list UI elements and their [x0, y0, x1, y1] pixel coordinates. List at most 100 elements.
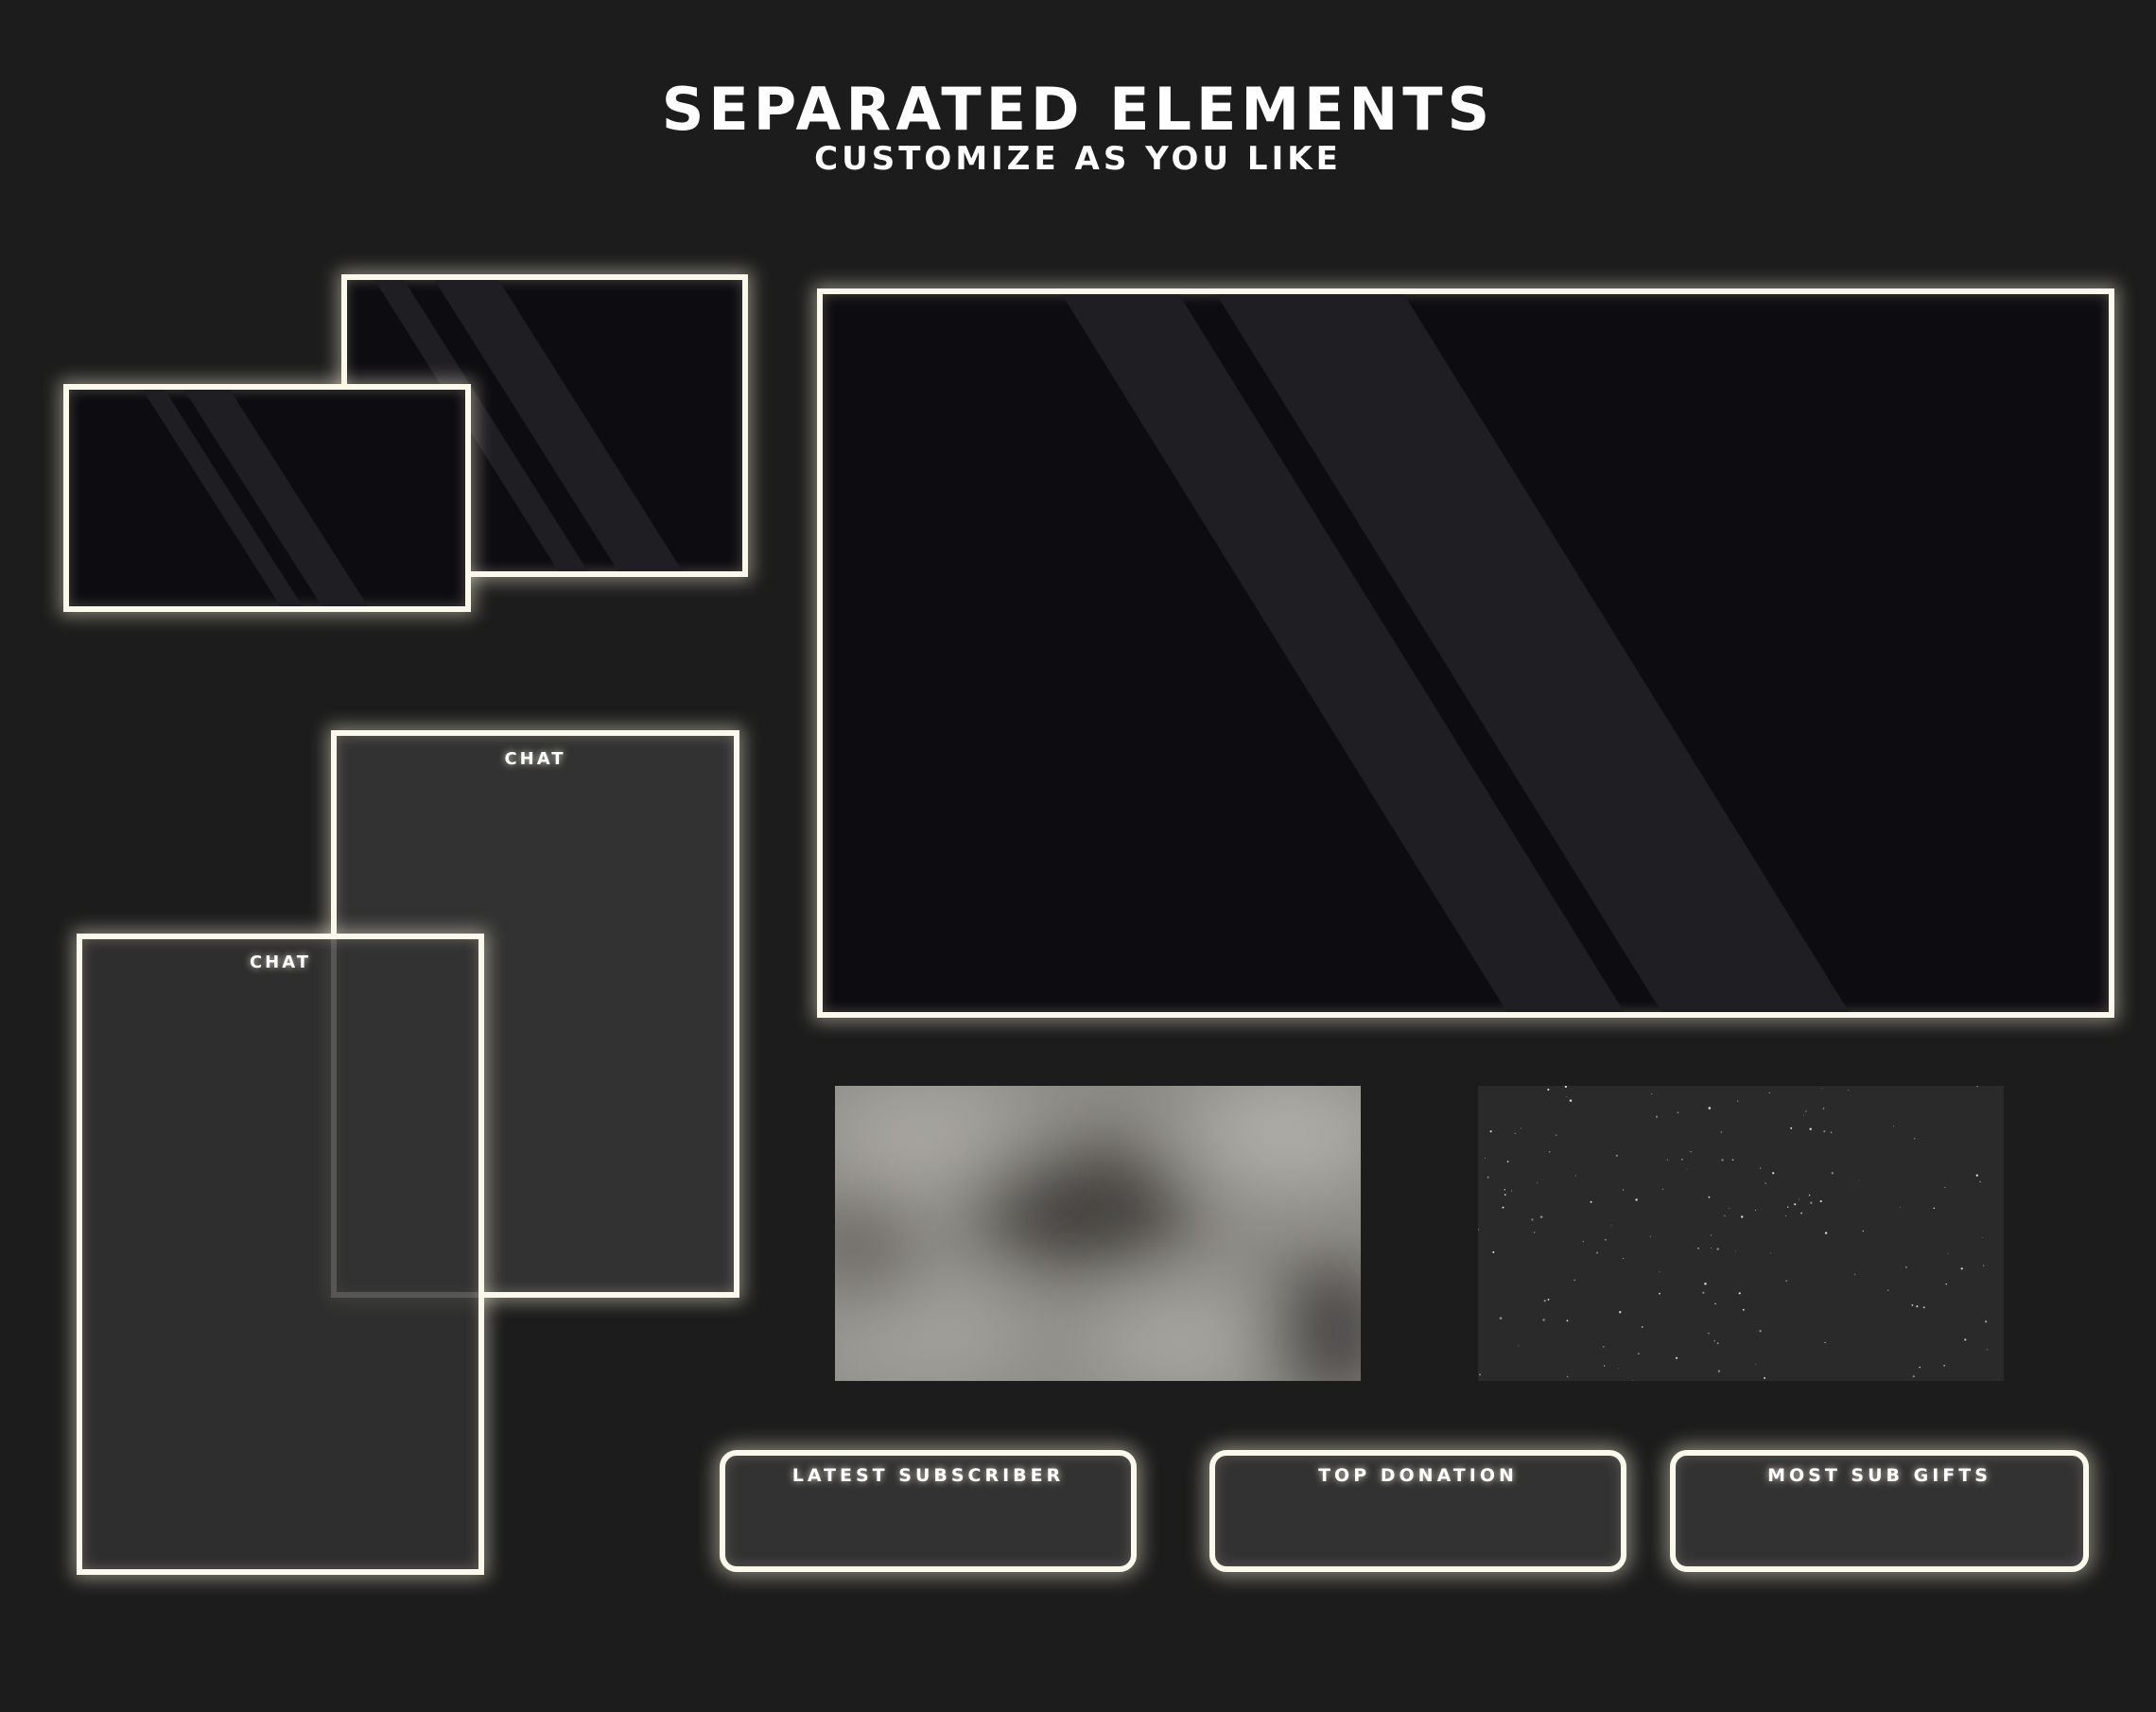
webcam-frame-front — [63, 384, 471, 612]
star-speck — [1916, 1305, 1919, 1308]
star-speck — [1710, 1247, 1712, 1249]
star-speck — [1899, 1207, 1901, 1209]
starfield-texture — [1478, 1086, 1988, 1381]
star-speck — [1604, 1365, 1606, 1367]
star-speck — [1713, 1339, 1715, 1342]
star-speck — [1566, 1096, 1568, 1098]
star-speck — [1531, 1218, 1534, 1221]
star-speck — [1542, 1319, 1545, 1321]
star-speck — [1919, 1366, 1921, 1369]
star-speck — [1566, 1319, 1569, 1322]
alert-box-label: MOST SUB GIFTS — [1767, 1465, 1991, 1486]
page-title: SEPARATED ELEMENTS — [661, 75, 1495, 144]
star-speck — [1504, 1189, 1506, 1191]
star-speck — [1619, 1311, 1622, 1314]
star-speck — [1964, 1338, 1967, 1341]
star-speck — [1533, 1232, 1536, 1233]
star-speck — [1755, 1209, 1757, 1212]
star-speck — [1794, 1203, 1797, 1206]
alert-box-label: LATEST SUBSCRIBER — [791, 1465, 1065, 1486]
alert-box-label: TOP DONATION — [1318, 1465, 1518, 1486]
alert-box-top-donation: TOP DONATION — [1209, 1450, 1626, 1572]
star-speck — [1922, 1306, 1925, 1309]
star-speck — [1492, 1250, 1495, 1253]
star-speck — [1979, 1180, 1981, 1183]
star-speck — [1666, 1159, 1668, 1161]
star-speck — [1729, 1207, 1730, 1209]
star-speck — [1548, 1150, 1551, 1153]
star-speck — [1741, 1215, 1744, 1218]
star-speck — [1853, 1273, 1856, 1276]
star-speck — [1596, 1251, 1598, 1254]
star-speck — [1487, 1176, 1489, 1179]
star-speck — [1960, 1267, 1963, 1270]
star-speck — [1986, 1349, 1988, 1351]
star-speck — [1635, 1198, 1638, 1201]
star-speck — [1904, 1266, 1907, 1268]
page-subtitle: CUSTOMIZE AS YOU LIKE — [814, 140, 1342, 178]
star-speck — [1785, 1280, 1787, 1283]
smoke-texture-swatch — [835, 1086, 1361, 1381]
star-speck — [1547, 1298, 1550, 1301]
chat-panel-front: CHAT — [77, 934, 484, 1575]
main-screen-frame — [817, 288, 2114, 1018]
star-speck — [1787, 1206, 1789, 1208]
alert-box-most-sub-gifts: MOST SUB GIFTS — [1670, 1450, 2089, 1572]
star-speck — [1615, 1154, 1618, 1157]
star-speck — [1785, 1215, 1787, 1217]
star-speck — [1662, 1188, 1663, 1190]
star-speck — [1502, 1206, 1504, 1209]
star-speck — [1574, 1279, 1575, 1281]
star-speck — [1623, 1258, 1625, 1260]
star-speck — [1514, 1132, 1516, 1134]
star-speck — [1506, 1161, 1509, 1162]
star-speck — [1737, 1100, 1739, 1102]
star-speck — [1772, 1172, 1775, 1175]
star-speck — [1708, 1332, 1710, 1335]
star-speck — [1911, 1304, 1914, 1306]
star-speck — [1590, 1200, 1592, 1203]
star-speck — [1659, 1271, 1660, 1273]
star-speck — [1717, 1370, 1721, 1372]
star-speck — [1724, 1214, 1726, 1217]
star-speck — [1912, 1375, 1915, 1378]
star-speck — [1566, 1375, 1569, 1378]
star-speck — [1582, 1240, 1584, 1243]
star-speck — [1604, 1238, 1607, 1241]
star-speck — [1610, 1225, 1612, 1227]
star-speck — [1622, 1189, 1625, 1191]
star-speck — [1499, 1317, 1503, 1319]
glare-stripes — [1061, 294, 1850, 1012]
star-speck — [1809, 1127, 1812, 1130]
star-speck — [1742, 1308, 1745, 1311]
star-speck — [1504, 1194, 1506, 1196]
star-speck — [1702, 1291, 1705, 1294]
chat-panel-label: CHAT — [249, 952, 312, 972]
star-speck — [1677, 1111, 1679, 1114]
star-speck — [1637, 1353, 1640, 1355]
star-speck — [1714, 1302, 1716, 1305]
star-speck — [1547, 1088, 1550, 1092]
star-speck — [1697, 1247, 1700, 1249]
star-speck — [1738, 1292, 1741, 1295]
star-speck — [1675, 1356, 1678, 1359]
star-speck — [1800, 1212, 1802, 1214]
star-speck — [1764, 1376, 1766, 1379]
star-speck — [1690, 1150, 1692, 1153]
star-speck — [1716, 1248, 1719, 1250]
star-speck — [1735, 1250, 1737, 1252]
alert-box-latest-subscriber: LATEST SUBSCRIBER — [720, 1450, 1137, 1572]
star-speck — [1543, 1300, 1546, 1302]
star-speck — [1518, 1345, 1520, 1347]
star-speck — [1681, 1159, 1683, 1161]
star-speck — [1708, 1196, 1711, 1198]
star-speck — [1892, 1126, 1895, 1127]
chat-panel-label: CHAT — [504, 749, 566, 769]
star-speck — [1708, 1107, 1712, 1109]
star-speck — [1655, 1115, 1659, 1118]
star-speck — [1569, 1099, 1573, 1102]
star-speck — [1862, 1230, 1864, 1232]
smoke-texture — [835, 1086, 1361, 1381]
star-speck — [1983, 1265, 1985, 1267]
